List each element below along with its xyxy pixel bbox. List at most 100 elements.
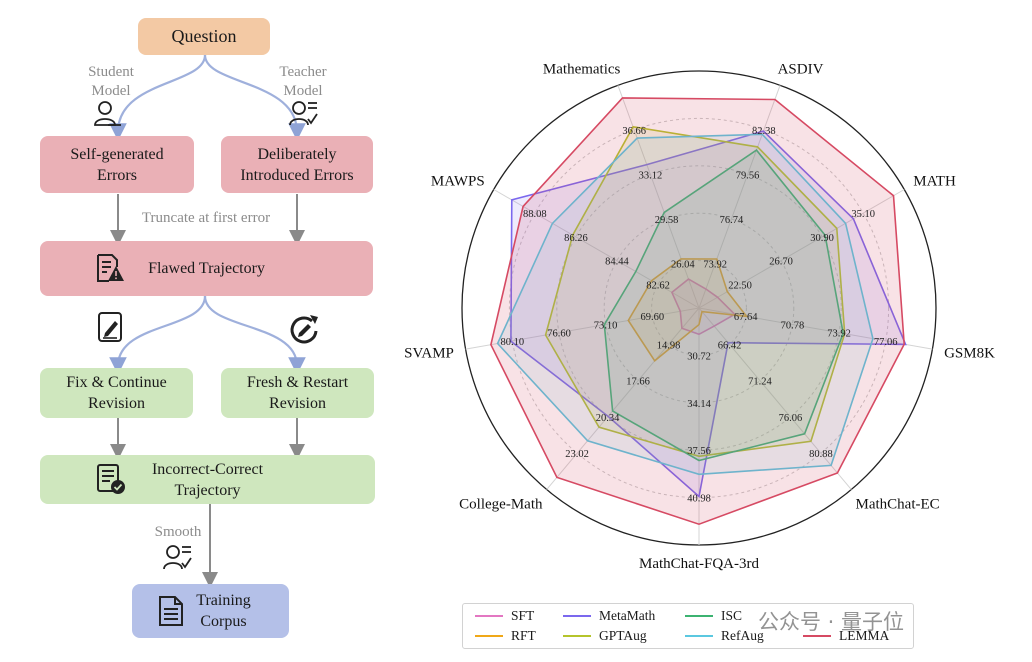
tick-label-mathematics-1: 26.04 (671, 260, 695, 271)
edit-document-icon (98, 312, 122, 342)
question-label: Question (171, 26, 237, 46)
legend-label: RFT (511, 628, 536, 643)
corpus-document-icon (159, 596, 183, 626)
tick-label-mathchat-ec-1: 66.42 (718, 340, 742, 351)
deliberately-introduced-errors-box: Deliberately Introduced Errors (221, 136, 373, 193)
tick-label-college-math-3: 20.34 (596, 413, 620, 424)
student-model-label: Student Model (88, 64, 134, 99)
fresh-restart-label: Fresh & Restart Revision (246, 374, 349, 412)
fix-continue-box: Fix & Continue Revision (40, 368, 193, 418)
tick-label-mawps-3: 86.26 (564, 233, 588, 244)
truncate-label: Truncate at first error (141, 210, 271, 226)
incorrect-correct-box: Incorrect-Correct Trajectory (40, 455, 375, 504)
legend-swatch (475, 615, 503, 617)
legend-swatch (685, 615, 713, 617)
legend-item-sft: SFT (475, 608, 534, 624)
tick-label-asdiv-2: 76.74 (720, 215, 744, 226)
tick-label-mathematics-2: 29.58 (655, 215, 679, 226)
tick-label-svamp-1: 69.60 (640, 312, 664, 323)
tick-label-college-math-1: 14.98 (657, 340, 681, 351)
incorrect-correct-label: Incorrect-Correct Trajectory (151, 460, 264, 499)
tick-label-math-4: 35.10 (851, 209, 875, 220)
legend-swatch (475, 635, 503, 637)
axis-label-asdiv: ASDIV (778, 61, 824, 77)
legend-item-isc: ISC (685, 608, 742, 624)
tick-label-gsm8k-2: 70.78 (781, 321, 805, 332)
spoke-mathchat-ec (698, 307, 852, 490)
tick-label-gsm8k-3: 73.92 (827, 329, 851, 340)
spoke-college-math (546, 307, 700, 490)
axis-label-gsm8k: GSM8K (944, 345, 995, 361)
spoke-svamp (465, 307, 700, 350)
legend-label: GPTAug (599, 628, 647, 643)
legend-swatch (563, 635, 591, 637)
checklist-document-icon (97, 464, 125, 494)
fix-continue-label: Fix & Continue Revision (66, 374, 167, 412)
self-generated-errors-box: Self-generated Errors (40, 136, 194, 193)
legend-item-refaug: RefAug (685, 628, 764, 644)
legend-label: ISC (721, 608, 743, 623)
legend-label: RefAug (721, 628, 764, 643)
legend-swatch (803, 635, 831, 637)
legend-label: SFT (511, 608, 535, 623)
tick-label-mawps-4: 88.08 (523, 209, 547, 220)
grid-ring-2 (603, 212, 795, 404)
tick-label-gsm8k-4: 77.06 (874, 337, 898, 348)
series-lemma (490, 97, 906, 526)
tick-label-asdiv-1: 73.92 (703, 260, 727, 271)
flawed-document-icon (97, 254, 124, 282)
tick-label-mathchat-ec-4: 80.88 (809, 449, 833, 460)
tick-label-mawps-1: 82.62 (646, 280, 670, 291)
series-rft (627, 258, 749, 362)
tick-label-math-1: 22.50 (728, 280, 752, 291)
legend-item-metamath: MetaMath (563, 608, 655, 624)
tick-label-mathchat-fqa-3rd-1: 30.72 (687, 351, 711, 362)
legend-item-gptaug: GPTAug (563, 628, 647, 644)
legend-swatch (685, 635, 713, 637)
series-isc (603, 149, 845, 462)
tick-label-mathchat-ec-3: 76.06 (779, 413, 803, 424)
spoke-asdiv (698, 85, 781, 309)
tick-label-math-2: 26.70 (769, 257, 793, 268)
teacher-model-icon (289, 101, 318, 126)
legend-item-lemma: LEMMA (803, 628, 889, 644)
flawed-trajectory-box: Flawed Trajectory (40, 241, 373, 296)
tick-label-mathchat-fqa-3rd-3: 37.56 (687, 446, 711, 457)
tick-label-college-math-4: 23.02 (565, 449, 589, 460)
series-refaug (496, 133, 874, 476)
spoke-mawps (493, 189, 700, 309)
restart-edit-icon (290, 315, 318, 344)
tick-label-mawps-2: 84.44 (605, 257, 629, 268)
axis-label-svamp: SVAMP (404, 345, 454, 361)
tick-label-mathematics-4: 36.66 (622, 126, 646, 137)
tick-label-mathematics-3: 33.12 (639, 170, 663, 181)
tick-label-mathchat-fqa-3rd-2: 34.14 (687, 399, 711, 410)
series-metamath (510, 130, 907, 499)
tick-label-svamp-3: 76.60 (547, 329, 571, 340)
watermark-text: 公众号 · 量子位 (758, 610, 905, 634)
tick-label-college-math-2: 17.66 (626, 377, 650, 388)
tick-label-asdiv-4: 82.38 (752, 126, 776, 137)
legend-swatch (563, 615, 591, 617)
teacher-model-label: Teacher Model (279, 64, 327, 99)
spoke-math (698, 189, 905, 309)
legend-label: LEMMA (839, 628, 890, 643)
self-generated-errors-label: Self-generated Errors (70, 145, 164, 184)
flawed-trajectory-label: Flawed Trajectory (148, 260, 265, 277)
axis-label-math: MATH (913, 174, 956, 190)
series-gptaug (544, 125, 846, 458)
tick-label-mathchat-fqa-3rd-4: 40.98 (687, 494, 711, 505)
tick-label-gsm8k-1: 67.64 (734, 312, 758, 323)
deliberately-introduced-errors-label: Deliberately Introduced Errors (240, 145, 354, 184)
axis-label-college-math: College-Math (459, 496, 543, 512)
tick-label-math-3: 30.90 (810, 233, 834, 244)
axis-label-mathchat-ec: MathChat-EC (856, 496, 940, 512)
smooth-teacher-icon (163, 545, 192, 570)
tick-label-svamp-4: 80.10 (500, 337, 524, 348)
student-model-icon (94, 101, 121, 126)
axis-label-mathematics: Mathematics (543, 61, 621, 77)
axis-label-mathchat-fqa-3rd: MathChat-FQA-3rd (639, 556, 759, 572)
legend-label: MetaMath (599, 608, 656, 623)
training-corpus-label: Training Corpus (196, 592, 251, 630)
